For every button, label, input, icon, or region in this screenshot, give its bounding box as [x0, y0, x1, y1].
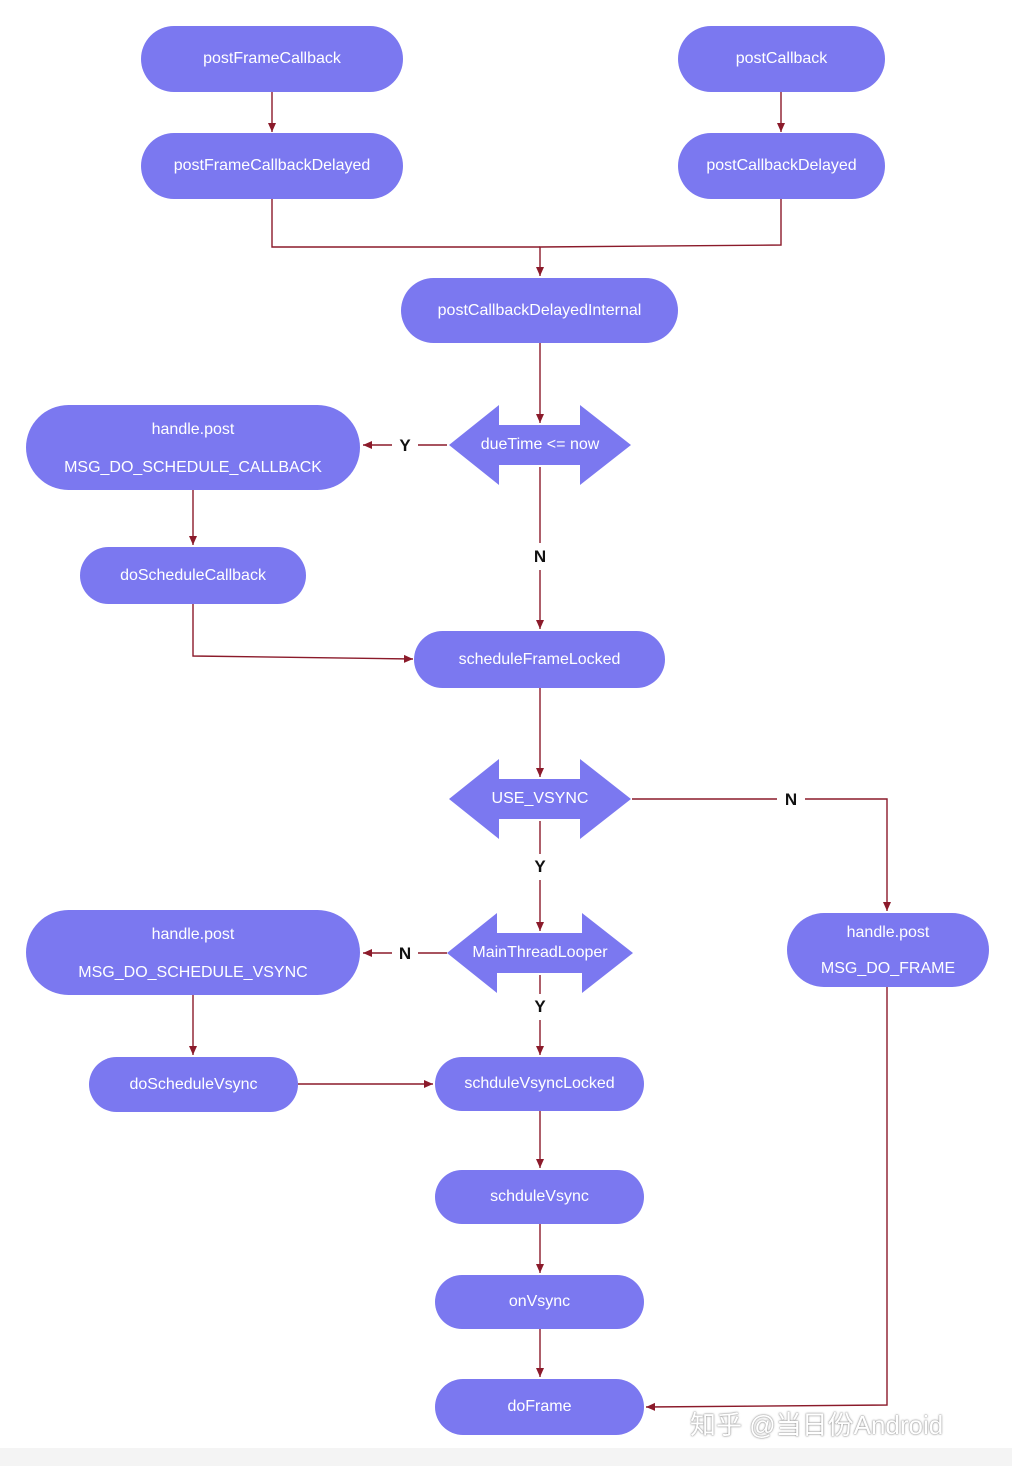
node-on-vsync: onVsync [435, 1275, 644, 1329]
node-post-frame-callback: postFrameCallback [141, 26, 403, 92]
decision-looper-shape [447, 913, 633, 993]
edge-label-use-vsync-yes: Y [534, 857, 546, 876]
node-post-callback: postCallback [678, 26, 885, 92]
node-post-callback-delayed-internal: postCallbackDelayedInternal [401, 278, 678, 343]
edge-msgdoframe-doframe [645, 986, 888, 1411]
node-post-frame-callback-delayed: postFrameCallbackDelayed [141, 133, 403, 199]
node-handle-post-schedule-vsync: handle.post MSG_DO_SCHEDULE_VSYNC [26, 910, 360, 995]
node-do-schedule-vsync: doScheduleVsync [89, 1057, 298, 1112]
node-do-frame: doFrame [435, 1379, 644, 1435]
node-schdule-vsync-locked: schduleVsyncLocked [435, 1057, 644, 1111]
node-handle-post-do-frame: handle.post MSG_DO_FRAME [787, 913, 989, 987]
edge-doschedulecallback-frame [192, 604, 414, 663]
edge-label-due-time-yes: Y [399, 436, 411, 455]
edge-merge-right [536, 199, 782, 276]
edge-label-looper-yes: Y [534, 997, 546, 1016]
decision-use-vsync-label: USE_VSYNC [491, 790, 589, 807]
edge-label-due-time-no: N [533, 547, 547, 566]
decision-due-time-label: dueTime <= now [480, 436, 600, 453]
edge-usevsync-no [632, 798, 887, 911]
node-schedule-frame-locked: scheduleFrameLocked [414, 631, 665, 688]
node-do-schedule-callback: doScheduleCallback [80, 547, 306, 604]
bottom-band [0, 1448, 1012, 1466]
node-post-callback-delayed: postCallbackDelayed [678, 133, 885, 199]
decision-usevsync-shape [449, 759, 631, 839]
decision-main-thread-looper-label: MainThreadLooper [472, 944, 608, 961]
watermark-text: 知乎 @当日份Android [690, 1410, 944, 1440]
edge-label-looper-no: N [398, 944, 412, 963]
node-schdule-vsync: schduleVsync [435, 1170, 644, 1224]
node-handle-post-schedule-callback: handle.post MSG_DO_SCHEDULE_CALLBACK [26, 405, 360, 490]
decision-duetime-shape [449, 405, 631, 485]
edge-label-use-vsync-no: N [784, 790, 798, 809]
edge-merge-left [271, 199, 540, 248]
